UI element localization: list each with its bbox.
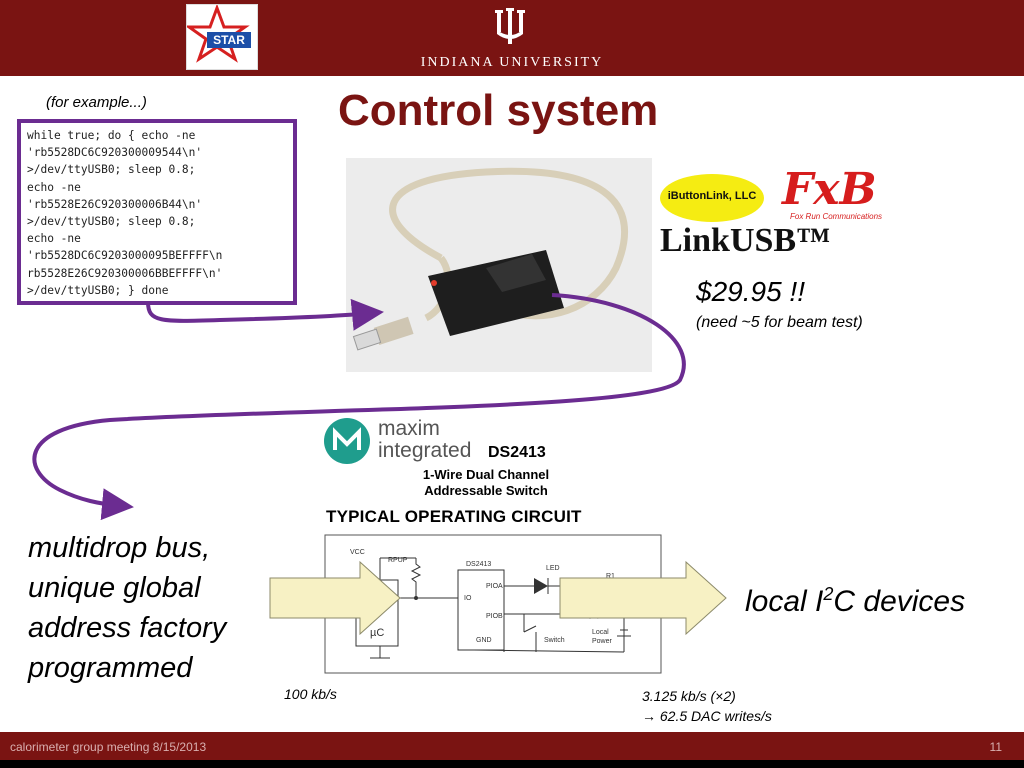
svg-text:PIOB: PIOB — [486, 613, 503, 620]
i2c-arrow — [559, 560, 727, 636]
i2c-pre: local I — [745, 585, 824, 618]
star-logo: STAR — [184, 3, 258, 70]
maxim-brand-line2: integrated — [378, 439, 472, 462]
chip-part-number: DS2413 — [488, 444, 546, 461]
code-line: rb5528E26C920300006BBEFFFF\n' — [27, 266, 223, 280]
bus-line: unique global — [28, 572, 201, 604]
i2c-rate-line1: 3.125 kb/s (×2) — [642, 688, 736, 704]
svg-text:PIOA: PIOA — [486, 583, 503, 590]
bus-line: multidrop bus, — [28, 532, 211, 564]
slide-title: Control system — [338, 86, 659, 135]
i2c-rate: 3.125 kb/s (×2) → 62.5 DAC writes/s — [642, 686, 772, 726]
chip-desc-line2: Addressable Switch — [424, 483, 548, 498]
svg-text:Local: Local — [592, 629, 609, 636]
svg-text:DS2413: DS2413 — [466, 561, 491, 568]
code-line: >/dev/ttyUSB0; } done — [27, 283, 169, 297]
bus-line: address factory — [28, 612, 227, 644]
university-name: INDIANA UNIVERSITY — [420, 55, 604, 70]
fxb-subtitle: Fox Run Communications — [790, 212, 883, 221]
maxim-logo-icon — [324, 418, 370, 464]
footer-strip — [0, 760, 1024, 768]
i2c-post: C devices — [833, 585, 966, 618]
svg-text:VCC: VCC — [350, 549, 365, 556]
svg-text:µC: µC — [370, 627, 384, 639]
code-line: 'rb5528DC6C920300009544\n' — [27, 146, 203, 160]
code-line: >/dev/ttyUSB0; sleep 0.8; — [27, 215, 196, 229]
code-line: while true; do { echo -ne — [27, 129, 196, 142]
svg-text:LED: LED — [546, 565, 560, 572]
svg-text:Switch: Switch — [544, 637, 565, 644]
page-number: 11 — [989, 740, 1002, 754]
circuit-title: TYPICAL OPERATING CIRCUIT — [326, 507, 582, 526]
svg-text:R1: R1 — [606, 573, 615, 580]
ibuttonlink-logo — [660, 174, 764, 222]
fxb-logo: FxB — [782, 164, 877, 215]
svg-text:RPUP: RPUP — [388, 557, 408, 564]
bus-rate: 100 kb/s — [284, 686, 337, 702]
ibuttonlink-label: iButtonLink, LLC — [667, 190, 757, 202]
svg-text:Power: Power — [592, 638, 613, 645]
i2c-sup: 2 — [823, 584, 834, 604]
maxim-brand-line1: maxim — [378, 417, 440, 440]
code-line: echo -ne — [27, 232, 81, 246]
price-note: (need ~5 for beam test) — [696, 314, 863, 331]
chip-description: 1-Wire Dual Channel Addressable Switch — [404, 467, 568, 499]
code-line: echo -ne — [27, 180, 81, 194]
usb-to-bus-arrow — [32, 293, 686, 521]
maxim-brand: maxim integrated — [378, 418, 471, 462]
bus-description: multidrop bus, unique global address fac… — [28, 528, 226, 688]
price: $29.95 !! — [696, 276, 805, 307]
example-label: (for example...) — [46, 94, 147, 111]
svg-text:STAR: STAR — [213, 33, 245, 47]
code-line: >/dev/ttyUSB0; sleep 0.8; — [27, 163, 196, 177]
iu-trident-icon — [495, 8, 525, 44]
code-box: while true; do { echo -ne 'rb5528DC6C920… — [17, 119, 297, 305]
linkusb-name: LinkUSB™ — [660, 222, 831, 259]
svg-text:GND: GND — [476, 637, 492, 644]
i2c-rate-line2: → 62.5 DAC writes/s — [642, 708, 772, 724]
code-line: 'rb5528E26C920300006B44\n' — [27, 197, 203, 211]
chip-desc-line1: 1-Wire Dual Channel — [422, 467, 550, 482]
bus-line: programmed — [28, 652, 193, 684]
i2c-caption: local I2C devices — [745, 584, 965, 619]
svg-text:IO: IO — [464, 595, 472, 602]
footer-meeting: calorimeter group meeting 8/15/2013 — [10, 740, 207, 754]
code-to-usb-arrow — [146, 298, 384, 331]
code-line: 'rb5528DC6C9203000095BEFFFF\n — [27, 249, 223, 263]
linkusb-photo — [346, 158, 652, 372]
bus-arrow — [269, 560, 401, 636]
